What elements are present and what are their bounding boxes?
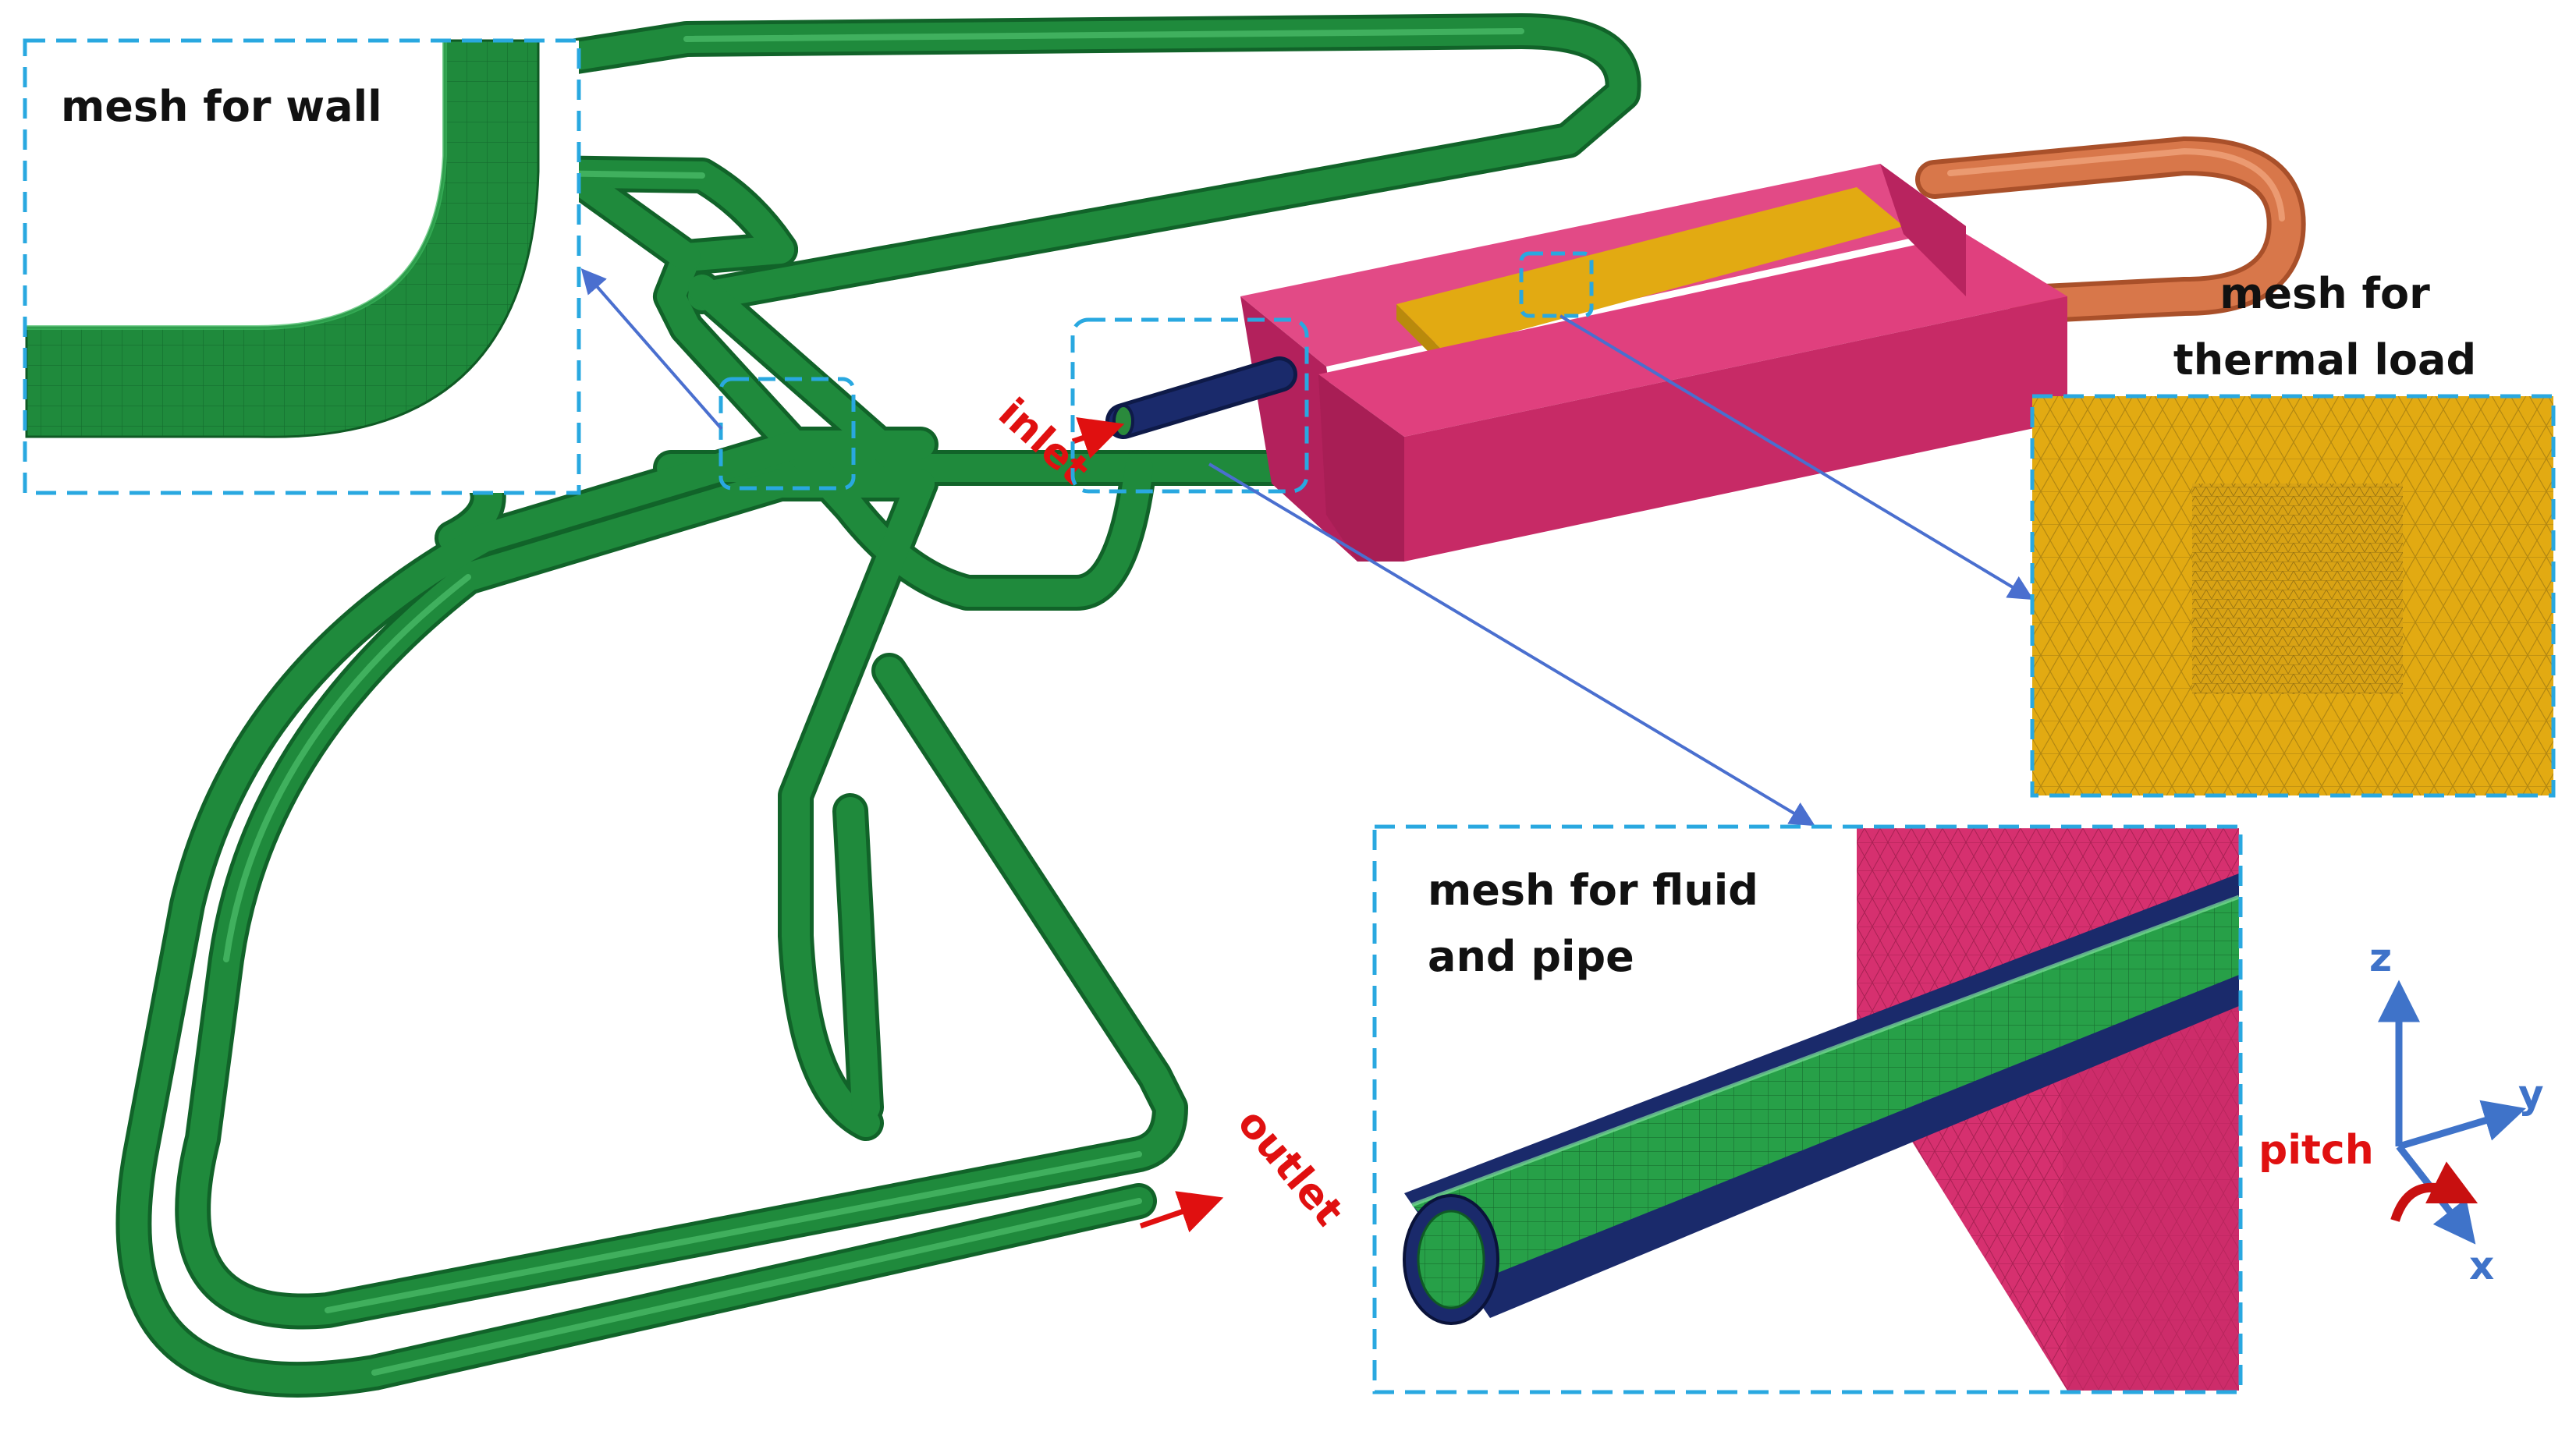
thermal-callout-title-line1: mesh for: [2219, 269, 2430, 318]
axes-triad: z y x pitch: [2258, 935, 2544, 1288]
heat-sink-assembly: [1240, 136, 2306, 562]
fluid-callout-title-line2: and pipe: [1428, 932, 1634, 981]
pipe-network: [115, 13, 1641, 1398]
fluid-source-box: [1070, 317, 1309, 494]
y-axis: [2397, 1100, 2526, 1150]
inlet-pipe: [1105, 356, 1297, 439]
fluid-callout-title-line1: mesh for fluid: [1428, 866, 1758, 915]
outlet-label: outlet: [1228, 1100, 1352, 1235]
thermal-callout-title-line2: thermal load: [2173, 335, 2476, 384]
pitch-label: pitch: [2258, 1127, 2374, 1174]
wall-leader: [580, 268, 723, 430]
gold-plate: [1396, 187, 1904, 351]
fluid-callout-fluid-core: [1412, 897, 2239, 1279]
thermal-leader: [1559, 314, 2034, 601]
pitch-rotation-arrow: [2390, 1161, 2478, 1222]
wall-source-box: [719, 377, 856, 491]
wall-callout-title: mesh for wall: [61, 82, 382, 131]
callout-wall: mesh for wall: [23, 38, 581, 495]
x-axis-label: x: [2469, 1243, 2494, 1288]
callout-thermal: mesh for thermal load: [2030, 269, 2556, 798]
callout-fluid: mesh for fluid and pipe: [1372, 824, 2243, 1394]
fluid-leader: [1208, 462, 1815, 827]
thermal-source-box: [1519, 251, 1594, 318]
y-axis-label: y: [2518, 1072, 2544, 1117]
z-axis-label: z: [2369, 935, 2392, 980]
